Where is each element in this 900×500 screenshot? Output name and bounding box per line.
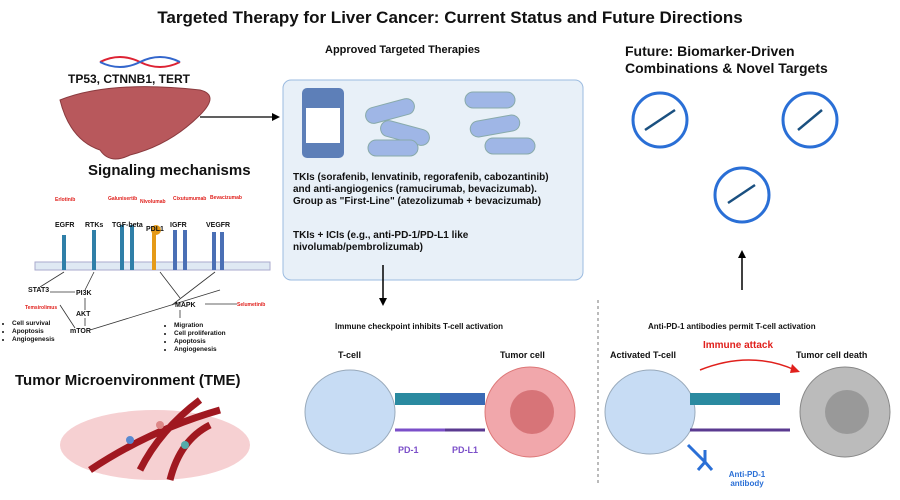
antibody-label: Anti-PD-1 antibody [728, 470, 766, 488]
antibody-icon [686, 443, 714, 471]
dna-icon [99, 56, 181, 68]
node-akt: AKT [76, 311, 91, 318]
activated-t-cell-icon [604, 369, 696, 455]
therapies-text-1: TKIs (sorafenib, lenvatinib, regorafenib… [293, 172, 549, 207]
future-heading: Future: Biomarker-Driven Combinations & … [625, 43, 828, 76]
main-title: Targeted Therapy for Liver Cancer: Curre… [157, 8, 743, 27]
capsule-icons [365, 91, 536, 157]
drug-nivolumab: Nivolumab [140, 199, 166, 205]
t-cell-label: T-cell [338, 350, 362, 360]
tme-illustration [60, 397, 250, 481]
drug-selumetinib: Selumetinib [237, 302, 266, 308]
immune-attack-label: Immune attack [703, 340, 774, 351]
mapk-outcomes: Migration Cell proliferation Apoptosis A… [164, 322, 226, 354]
outcome: Cell survival [12, 320, 55, 328]
therapies-text-2: TKIs + ICIs (e.g., anti-PD-1/PD-L1 like … [293, 230, 469, 253]
activated-t-cell-label: Activated T-cell [610, 350, 677, 360]
t-cell-icon [304, 369, 396, 455]
receptor-rtks: RTKs [85, 222, 104, 229]
tumor-cell-label: Tumor cell [500, 350, 545, 360]
tme-heading: Tumor Microenvironment (TME) [15, 372, 241, 389]
receptor-vegfr: VEGFR [206, 222, 231, 229]
checkpoint-caption: Immune checkpoint inhibits T-cell activa… [335, 322, 504, 331]
mtor-outcomes: Cell survival Apoptosis Angiogenesis [2, 320, 55, 344]
target-icons [631, 91, 839, 224]
receptor-tgf-beta: TGF-beta [112, 222, 143, 229]
outcome: Apoptosis [174, 338, 226, 346]
node-pi3k: PI3K [76, 290, 92, 297]
pdl1-label: PD-L1 [452, 445, 479, 455]
drug-bevacizumab: Bevacizumab [210, 195, 242, 201]
receptor-pdl1: PDL1 [146, 226, 164, 233]
drug-erlotinib: Erlotinib [55, 197, 76, 203]
outcome: Angiogenesis [174, 346, 226, 354]
drug-temsirolimus: Temsirolimus [25, 305, 58, 311]
node-stat3: STAT3 [28, 287, 50, 294]
node-mtor: mTOR [70, 328, 91, 335]
outcome: Angiogenesis [12, 336, 55, 344]
node-mapk: MAPK [175, 302, 196, 309]
drug-cixutumumab: Cixutumumab [173, 196, 207, 202]
signaling-heading: Signaling mechanisms [88, 162, 251, 179]
receptor-igfr: IGFR [170, 222, 187, 229]
outcome: Migration [174, 322, 226, 330]
drug-galunisertib: Galunisertib [108, 196, 138, 202]
outcome: Cell proliferation [174, 330, 226, 338]
center-heading: Approved Targeted Therapies [325, 44, 481, 56]
liver-icon [59, 86, 211, 160]
anti-pd1-caption: Anti-PD-1 antibodies permit T-cell activ… [648, 322, 816, 331]
genes-label: TP53, CTNNB1, TERT [68, 72, 191, 86]
outcome: Apoptosis [12, 328, 55, 336]
tumor-death-label: Tumor cell death [796, 350, 868, 360]
receptor-egfr: EGFR [55, 222, 75, 229]
pd1-label: PD-1 [398, 445, 419, 455]
